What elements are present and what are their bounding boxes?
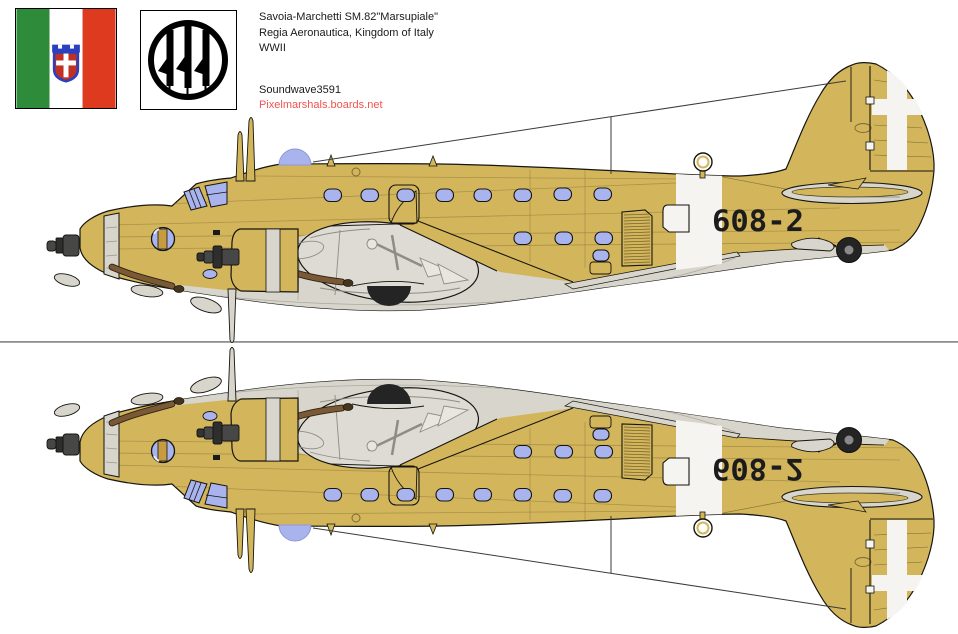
italy-flag-savoy-icon: [15, 8, 117, 109]
flag-green-stripe: [16, 9, 50, 108]
flag-red-stripe: [82, 9, 116, 108]
fasces-roundel-icon: [140, 10, 237, 110]
divider-line: [0, 341, 958, 343]
header-info: Savoia-Marchetti SM.82"Marsupiale" Regia…: [259, 10, 559, 114]
aircraft-profile-top: [47, 63, 936, 343]
forum-link[interactable]: Pixelmarshals.boards.net: [259, 99, 383, 111]
artist-credit: Soundwave3591: [259, 83, 341, 96]
title-line-2: Regia Aeronautica, Kingdom of Italy: [259, 26, 434, 39]
fasces-glyphs: [158, 24, 210, 97]
aircraft-profile-bottom-mirrored: [47, 348, 936, 628]
title-line-3: WWII: [259, 42, 286, 54]
savoy-shield-icon: [52, 44, 80, 83]
title-line-1: Savoia-Marchetti SM.82"Marsupiale": [259, 11, 438, 23]
